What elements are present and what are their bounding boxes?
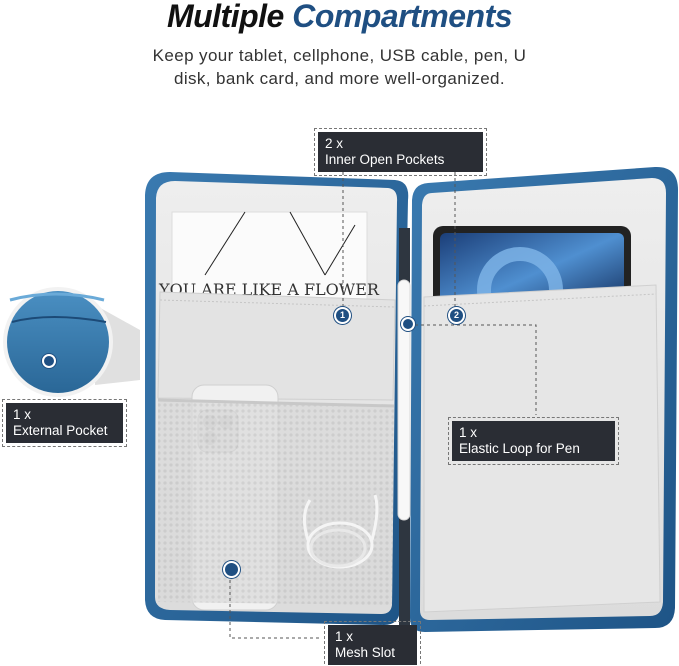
marker-2: 2 [448,307,465,324]
label-mesh-slot-count: 1 x [335,629,354,644]
label-external-pocket-count: 1 x [13,407,32,422]
subtitle: Keep your tablet, cellphone, USB cable, … [0,44,679,90]
pen [397,279,411,521]
label-inner-open-pockets: 2 x Inner Open Pockets [314,128,487,176]
marker-pen [401,317,415,331]
usb-cable [303,494,379,569]
label-elastic-loop-count: 1 x [459,425,478,440]
label-inner-open-pockets-count: 2 x [325,136,344,151]
label-inner-open-pockets-text: Inner Open Pockets [325,152,445,167]
page-title: Multiple Compartments [0,0,679,35]
book: YOU ARE LIKE A FLOWER [158,211,380,305]
marker-external-pocket [42,354,56,368]
label-elastic-loop: 1 x Elastic Loop for Pen [448,417,619,465]
label-elastic-loop-text: Elastic Loop for Pen [459,441,580,456]
marker-1: 1 [334,307,351,324]
mesh-pocket [158,400,394,605]
subtitle-line-1: Keep your tablet, cellphone, USB cable, … [152,46,527,65]
title-word-compartments: Compartments [292,0,513,34]
inner-pocket-left [157,291,396,401]
label-external-pocket: 1 x External Pocket [2,399,127,447]
label-mesh-slot-text: Mesh Slot [335,645,396,660]
label-mesh-slot: 1 x Mesh Slot [324,621,421,666]
title-word-multiple: Multiple [166,0,284,34]
marker-mesh [223,561,240,578]
label-external-pocket-text: External Pocket [13,423,108,438]
external-pocket-zoom [3,287,140,397]
subtitle-line-2: disk, bank card, and more well-organized… [173,69,506,88]
